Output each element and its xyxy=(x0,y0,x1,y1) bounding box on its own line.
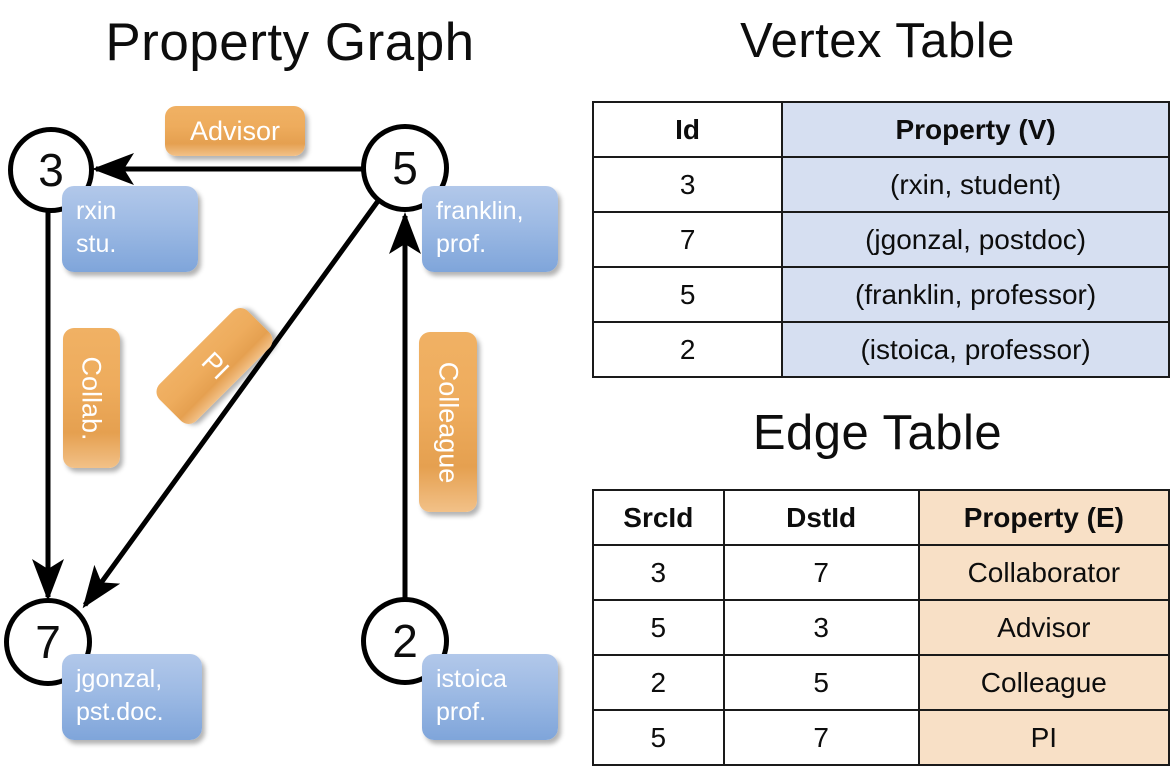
vertex-cell-property: (istoica, professor) xyxy=(781,321,1170,378)
edge-cell-dstid: 7 xyxy=(722,709,920,766)
graph-node-3-property: rxin stu. xyxy=(62,186,198,272)
graph-node-2-property: istoica prof. xyxy=(422,654,558,740)
edge-label-colleague-text: Colleague xyxy=(433,361,464,483)
graph-node-5-property: franklin, prof. xyxy=(422,186,558,272)
edge-label-colleague: Colleague xyxy=(419,332,477,512)
page-title-edge-table: Edge Table xyxy=(752,406,1003,460)
vertex-cell-property: (jgonzal, postdoc) xyxy=(781,211,1170,268)
edge-table-header-property: Property (E) xyxy=(917,489,1170,546)
page-title-property-graph: Property Graph xyxy=(105,13,475,72)
edge-table-header-row: SrcId DstId Property (E) xyxy=(592,489,1170,546)
table-row: 3 7 Collaborator xyxy=(592,544,1170,601)
vertex-cell-property: (franklin, professor) xyxy=(781,266,1170,323)
table-row: 3 (rxin, student) xyxy=(591,156,1170,213)
vertex-cell-id: 3 xyxy=(591,156,784,213)
graph-node-2[interactable]: 2 xyxy=(361,597,449,685)
vertex-table: Id Property (V) 3 (rxin, student) 7 (jgo… xyxy=(591,101,1170,378)
edge-label-collab: Collab. xyxy=(63,328,120,468)
table-row: 7 (jgonzal, postdoc) xyxy=(591,211,1170,268)
edge-cell-srcid: 5 xyxy=(592,709,725,766)
edge-label-pi-text: PI xyxy=(195,346,235,386)
edge-cell-dstid: 5 xyxy=(722,654,920,711)
graph-node-7-property: jgonzal, pst.doc. xyxy=(62,654,202,740)
table-row: 2 5 Colleague xyxy=(592,654,1170,711)
vertex-table-header-id: Id xyxy=(591,101,784,158)
table-row: 5 (franklin, professor) xyxy=(591,266,1170,323)
edge-cell-property: Collaborator xyxy=(917,544,1170,601)
vertex-cell-id: 2 xyxy=(591,321,784,378)
edge-table-header-srcid: SrcId xyxy=(592,489,725,546)
edge-label-advisor-text: Advisor xyxy=(189,115,281,146)
graph-node-5[interactable]: 5 xyxy=(361,124,449,212)
edge-label-collab-text: Collab. xyxy=(77,355,108,441)
edge-table-header-dstid: DstId xyxy=(722,489,920,546)
edge-label-advisor: Advisor xyxy=(165,106,305,156)
edge-cell-property: PI xyxy=(917,709,1170,766)
table-row: 5 3 Advisor xyxy=(592,599,1170,656)
table-row: 2 (istoica, professor) xyxy=(591,321,1170,378)
edge-cell-property: Advisor xyxy=(917,599,1170,656)
vertex-cell-id: 7 xyxy=(591,211,784,268)
vertex-table-header-property: Property (V) xyxy=(781,101,1170,158)
property-graph-diagram: 3 rxin stu. 5 franklin, prof. 7 jgonzal,… xyxy=(0,0,585,760)
vertex-table-header-row: Id Property (V) xyxy=(591,101,1170,158)
edge-cell-dstid: 7 xyxy=(722,544,920,601)
page-title-vertex-table: Vertex Table xyxy=(740,14,1015,68)
table-row: 5 7 PI xyxy=(592,709,1170,766)
edge-cell-srcid: 3 xyxy=(592,544,725,601)
graph-edge-arrows xyxy=(32,153,421,609)
edge-cell-property: Colleague xyxy=(917,654,1170,711)
vertex-cell-id: 5 xyxy=(591,266,784,323)
edge-cell-dstid: 3 xyxy=(722,599,920,656)
edge-table: SrcId DstId Property (E) 3 7 Collaborato… xyxy=(592,489,1170,766)
edge-cell-srcid: 2 xyxy=(592,654,725,711)
edge-cell-srcid: 5 xyxy=(592,599,725,656)
edge-5-to-7-pi xyxy=(82,199,381,609)
vertex-cell-property: (rxin, student) xyxy=(781,156,1170,213)
